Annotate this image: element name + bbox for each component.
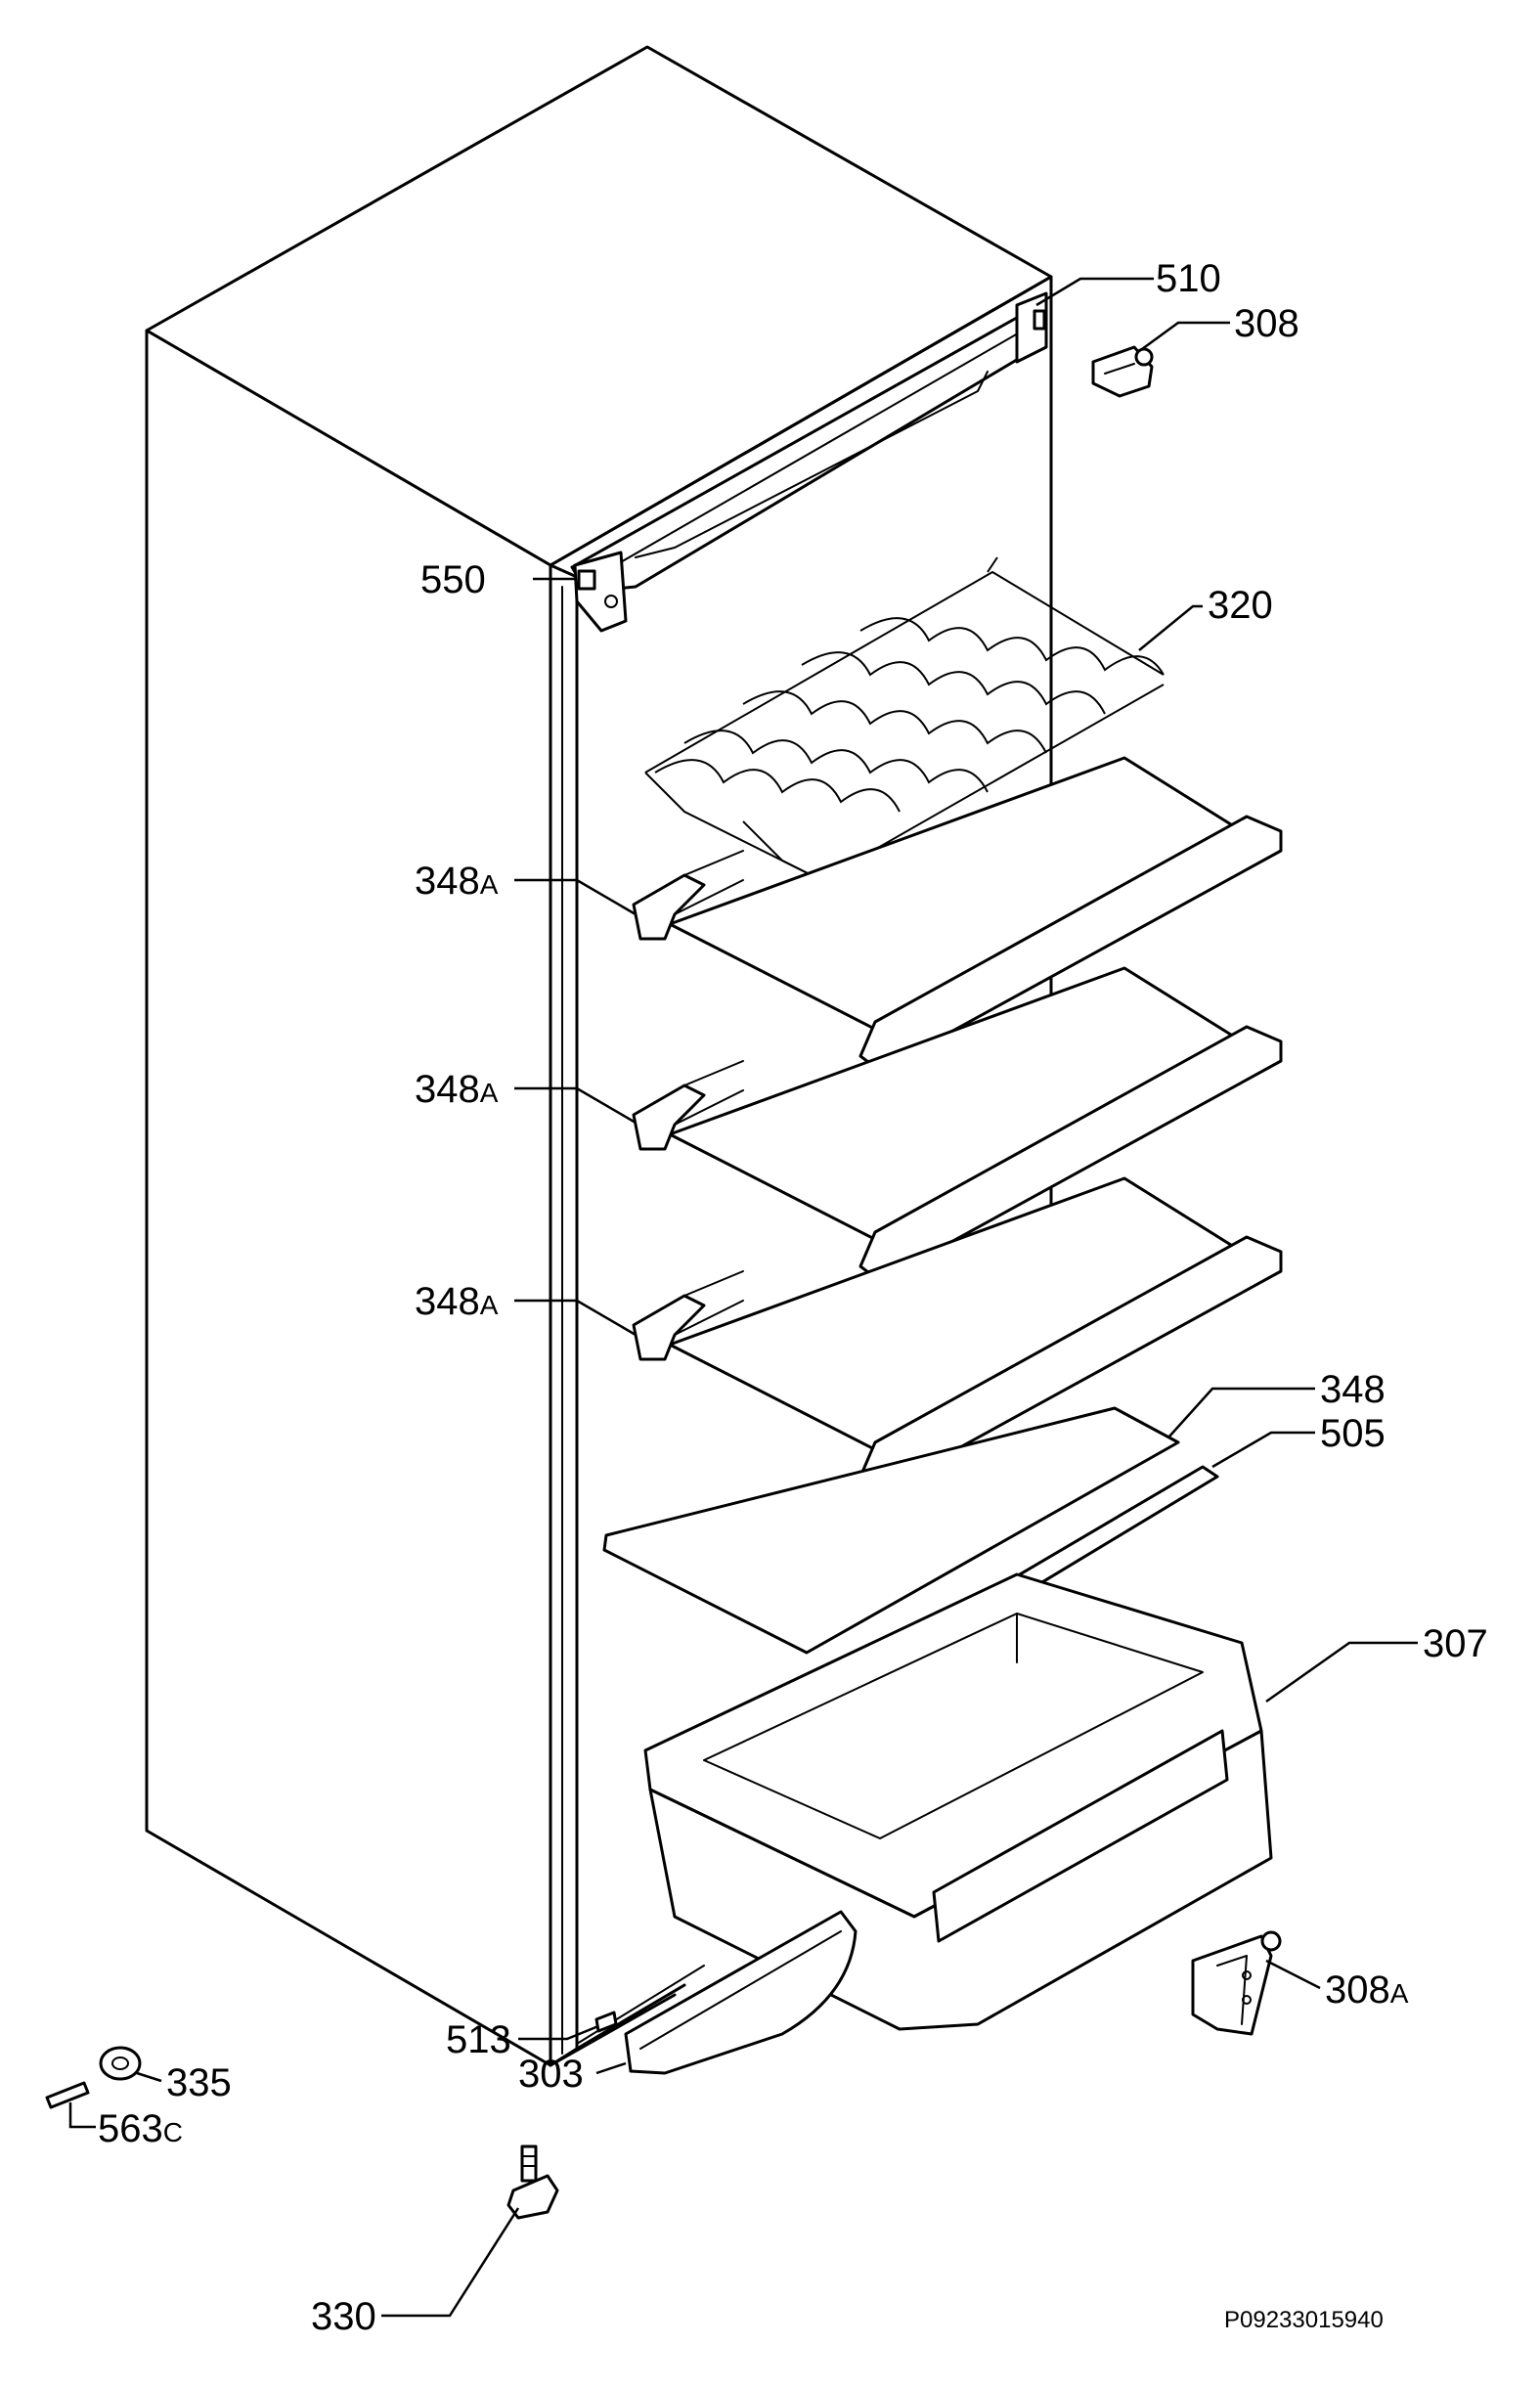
label-348a-2: 348A <box>415 1068 499 1111</box>
part-labels: 510 308 550 320 348A 348A 348A 348 505 3… <box>98 257 1488 2338</box>
label-348a-3: 348A <box>415 1280 499 1323</box>
reference-code: P09233015940 <box>1224 2307 1384 2333</box>
crisper-glass-cover-part <box>602 1406 1180 1655</box>
top-hinge-part <box>1091 345 1154 398</box>
label-563c: 563C <box>98 2107 183 2150</box>
label-348: 348 <box>1320 1368 1386 1411</box>
bottom-hinge-part <box>1191 1930 1282 2036</box>
hinge-cover-part <box>573 551 628 633</box>
label-308: 308 <box>1234 302 1299 345</box>
label-303: 303 <box>518 2053 584 2096</box>
label-510: 510 <box>1156 257 1221 300</box>
label-550: 550 <box>420 558 486 601</box>
adjustable-foot-part <box>506 2145 559 2220</box>
bottle-rack-part <box>644 556 1165 882</box>
label-320: 320 <box>1208 584 1273 627</box>
refrigerator-cabinet <box>145 45 1053 2067</box>
crisper-drawer-part <box>643 1572 1273 2031</box>
label-307: 307 <box>1423 1622 1488 1665</box>
shelf-assembly-3 <box>632 1176 1283 1493</box>
label-513: 513 <box>446 2018 511 2061</box>
pin-part <box>45 2081 90 2109</box>
shelf-assembly-2 <box>632 966 1283 1283</box>
label-505: 505 <box>1320 1412 1386 1455</box>
leader-lines <box>68 277 1418 2318</box>
spacer-part <box>99 2046 142 2081</box>
label-335: 335 <box>166 2061 232 2104</box>
label-308a: 308A <box>1325 1968 1409 2012</box>
shelf-assembly-1 <box>632 756 1283 1073</box>
plinth-part <box>624 1910 858 2075</box>
label-330: 330 <box>311 2295 376 2338</box>
label-348a-1: 348A <box>415 860 499 903</box>
